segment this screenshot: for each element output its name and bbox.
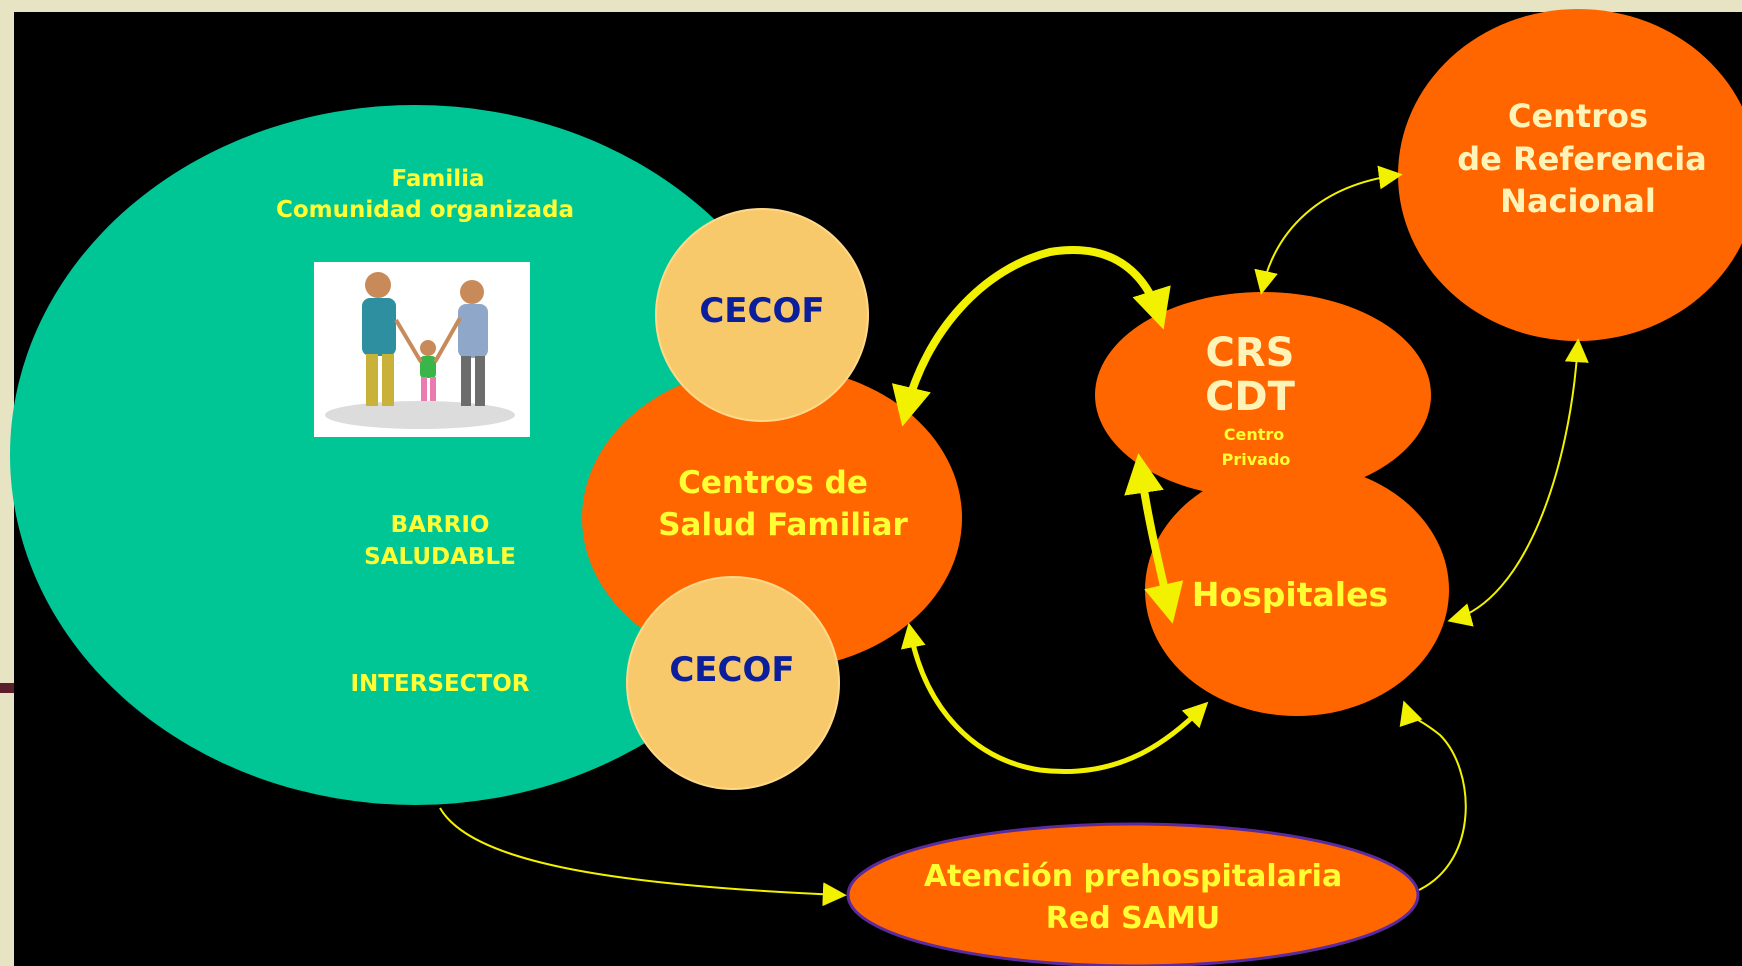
community-title-line1: Familia [391,166,484,192]
referencia-label-line2: de Referencia [1457,140,1707,178]
cecof-top-label: CECOF [699,291,824,331]
arrow-cesfam-hospitales [900,622,1209,774]
community-ellipse [10,105,820,805]
referencia-node [1398,9,1742,341]
hospitales-label: Hospitales [1192,575,1388,614]
arrow-community-samu [439,807,847,907]
samu-node [846,822,1420,966]
family-walking-clipart-icon [314,262,530,437]
cecof-top-node [655,208,869,422]
cecof-bottom-label: CECOF [669,650,794,690]
arrow-crs-hospitales [1124,453,1184,624]
crs-label-line1: CRS [1206,330,1295,376]
community-title-line2: Comunidad organizada [276,197,574,223]
barrio-label-line2: SALUDABLE [364,544,516,570]
hospitales-node [1145,464,1449,716]
arrow-crs-referencia [1254,165,1403,295]
samu-label-line2: Red SAMU [1046,901,1220,936]
crs-label-line4: Privado [1222,450,1291,469]
slide-title-underline [0,683,14,693]
crs-cdt-node [1095,292,1431,498]
arrow-hospitales-referencia [1447,338,1589,627]
arrow-cesfam-crs [891,246,1171,427]
cesfam-label-line2: Salud Familiar [658,507,908,543]
barrio-label-line1: BARRIO [391,512,490,538]
cecof-bottom-node [626,576,840,790]
referencia-label-line3: Nacional [1500,182,1656,220]
crs-label-line3: Centro [1224,425,1285,444]
cesfam-label-line1: Centros de [678,465,868,501]
referencia-label-line1: Centros [1508,97,1648,135]
intersector-label: INTERSECTOR [350,671,529,697]
samu-label-line1: Atención prehospitalaria [924,859,1342,894]
arrow-samu-hospitales [1399,700,1467,891]
crs-label-line2: CDT [1205,374,1296,420]
